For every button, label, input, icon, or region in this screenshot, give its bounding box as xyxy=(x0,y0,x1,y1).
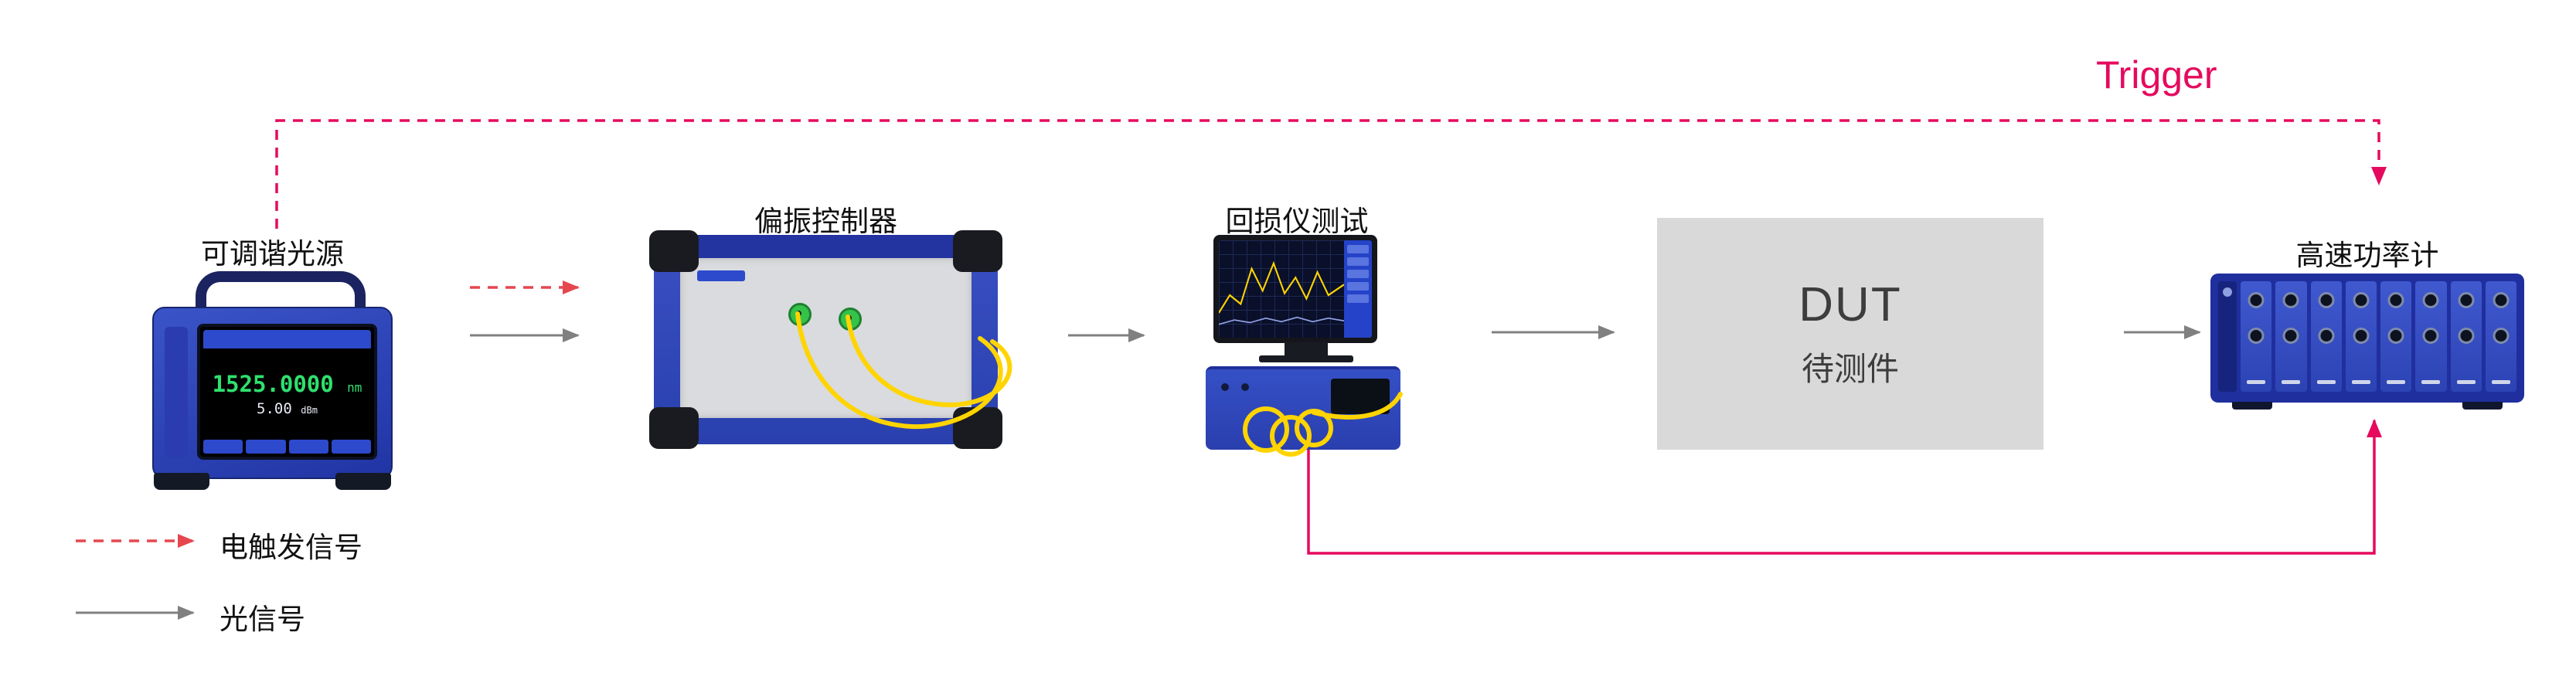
laser-screen-readout: 1525.0000 nm 5.00 dBm xyxy=(200,348,374,440)
power-readout: 5.00 dBm xyxy=(257,400,318,417)
return-loss-station xyxy=(1206,235,1407,456)
channel-label-strip xyxy=(2247,380,2266,384)
connector-port xyxy=(2282,328,2299,344)
power-meter-channel xyxy=(2485,281,2516,392)
polarization-body xyxy=(649,230,1002,449)
channel-label-strip xyxy=(2491,380,2510,384)
brand-logo xyxy=(697,270,745,281)
laser-label: 可调谐光源 xyxy=(201,238,344,270)
connector-port xyxy=(2387,328,2404,344)
corner-bumper xyxy=(953,407,1002,449)
monitor-base xyxy=(1259,355,1353,362)
laser-body: 1525.0000 nm 5.00 dBm xyxy=(152,307,393,479)
power-meter-label: 高速功率计 xyxy=(2295,240,2439,271)
instrument-port xyxy=(1241,383,1249,391)
channel-label-strip xyxy=(2316,380,2336,384)
connector-port xyxy=(2248,328,2265,344)
legend-optical-label: 光信号 xyxy=(219,603,305,635)
laser-screen: 1525.0000 nm 5.00 dBm xyxy=(197,324,377,460)
power-meter-body xyxy=(2210,274,2524,403)
power-meter-channel xyxy=(2450,281,2482,392)
connector-port xyxy=(2422,328,2439,344)
dut-title: DUT xyxy=(1798,278,1902,331)
dut-subtitle: 待测件 xyxy=(1801,351,1899,387)
instrument-port xyxy=(1221,383,1229,391)
connector-port xyxy=(2318,292,2335,308)
tunable-laser-device: 1525.0000 nm 5.00 dBm xyxy=(151,271,394,490)
power-meter-channel xyxy=(2415,281,2447,392)
monitor-screen xyxy=(1219,240,1372,338)
trigger-label: Trigger xyxy=(2096,53,2217,97)
monitor xyxy=(1213,235,1377,343)
power-meter-device xyxy=(2210,274,2524,410)
channel-label-strip xyxy=(2351,380,2370,384)
fiber-port xyxy=(839,308,862,331)
corner-bumper xyxy=(649,230,699,272)
return-loss-label: 回损仪测试 xyxy=(1225,206,1369,237)
power-meter-channel xyxy=(2345,281,2377,392)
monitor-stand xyxy=(1285,342,1328,355)
power-meter-foot xyxy=(2462,402,2503,410)
connector-port xyxy=(2387,292,2404,308)
trace-chart xyxy=(1219,240,1344,338)
power-meter-channel xyxy=(2241,281,2272,392)
power-meter-foot xyxy=(2232,402,2272,410)
connector-port xyxy=(2458,328,2475,344)
laser-screen-header xyxy=(203,330,371,348)
wavelength-readout: 1525.0000 nm xyxy=(213,371,362,397)
corner-bumper xyxy=(649,407,699,449)
wavelength-value: 1525.0000 xyxy=(212,371,334,397)
connector-port xyxy=(2282,292,2299,308)
polarization-controller-device xyxy=(649,230,1002,449)
laser-foot xyxy=(154,473,209,490)
laser-brand-strip xyxy=(165,327,188,457)
channel-label-strip xyxy=(2456,380,2476,384)
power-meter-channel xyxy=(2275,281,2307,392)
laser-softkeys xyxy=(203,440,371,454)
channel-label-strip xyxy=(2387,380,2406,384)
polarization-front-panel xyxy=(680,258,972,418)
dut-box: DUT 待测件 xyxy=(1657,218,2043,450)
polarization-label: 偏振控制器 xyxy=(754,206,897,237)
connector-port xyxy=(2353,328,2370,344)
connector-port xyxy=(2353,292,2370,308)
channel-label-strip xyxy=(2421,380,2441,384)
connector-port xyxy=(2493,292,2510,308)
connector-port xyxy=(2422,292,2439,308)
power-meter-channel xyxy=(2380,281,2412,392)
monitor-sidebar xyxy=(1344,240,1372,338)
connector-port xyxy=(2493,328,2510,344)
power-meter-channel xyxy=(2310,281,2342,392)
brand-logo xyxy=(2218,281,2237,392)
return-loss-instrument xyxy=(1206,366,1400,450)
laser-foot xyxy=(335,473,391,490)
power-value: 5.00 xyxy=(257,400,292,417)
power-meter-modules xyxy=(2241,281,2516,392)
corner-bumper xyxy=(953,230,1002,272)
instrument-display xyxy=(1331,379,1390,414)
polarization-top-edge xyxy=(654,235,998,260)
power-unit: dBm xyxy=(301,405,318,416)
fiber-port xyxy=(788,303,812,326)
connector-port xyxy=(2248,292,2265,308)
connector-port xyxy=(2458,292,2475,308)
trace-waveform xyxy=(1219,260,1344,325)
channel-label-strip xyxy=(2282,380,2301,384)
legend-electrical-label: 电触发信号 xyxy=(219,532,362,563)
connector-port xyxy=(2318,328,2335,344)
wavelength-unit: nm xyxy=(347,380,362,395)
